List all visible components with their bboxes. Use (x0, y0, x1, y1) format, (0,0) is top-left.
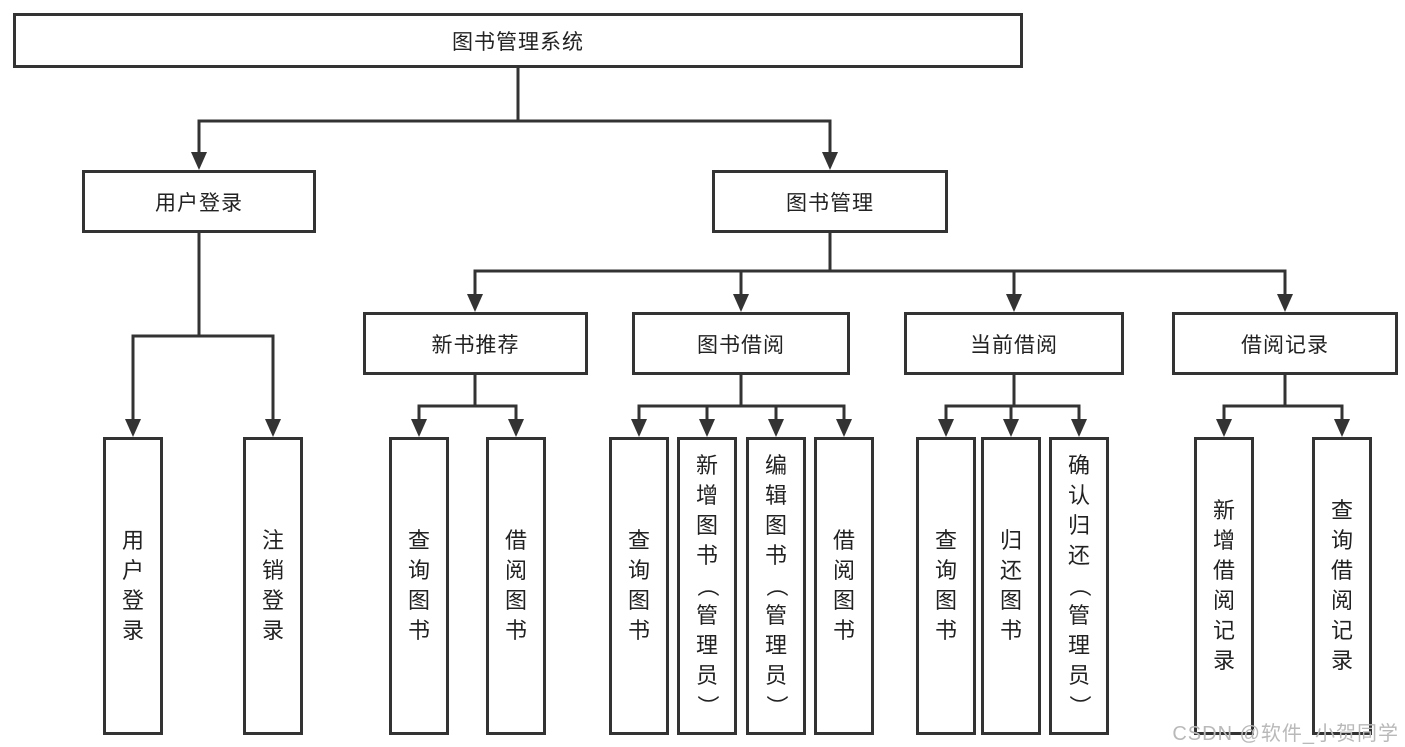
node-label: 确认归还（管理员） (1066, 453, 1092, 718)
node-label: 新增图书（管理员） (694, 453, 720, 718)
node-borrowing-records: 借阅记录 (1172, 312, 1398, 375)
node-label: 新增借阅记录 (1212, 498, 1235, 673)
leaf-query-books-1: 查询图书 (389, 437, 449, 735)
node-label: 编辑图书（管理员） (763, 453, 789, 718)
node-label: 归还图书 (999, 528, 1022, 643)
leaf-add-books-admin: 新增图书（管理员） (677, 437, 737, 735)
node-label: 借阅图书 (504, 528, 527, 643)
node-label: 用户登录 (155, 191, 243, 215)
node-label: 图书管理系统 (452, 30, 584, 54)
node-library-management-system: 图书管理系统 (13, 13, 1023, 68)
node-label: 图书管理 (786, 191, 874, 215)
leaf-return-books: 归还图书 (981, 437, 1041, 735)
node-label: 当前借阅 (970, 333, 1058, 357)
node-label: 查询图书 (934, 528, 957, 643)
node-user-login: 用户登录 (82, 170, 316, 233)
leaf-confirm-return-admin: 确认归还（管理员） (1049, 437, 1109, 735)
leaf-add-borrow-record: 新增借阅记录 (1194, 437, 1254, 735)
leaf-borrow-books-2: 借阅图书 (814, 437, 874, 735)
leaf-user-login: 用户登录 (103, 437, 163, 735)
node-label: 借阅图书 (832, 528, 855, 643)
node-book-borrowing: 图书借阅 (632, 312, 850, 375)
leaf-edit-books-admin: 编辑图书（管理员） (746, 437, 806, 735)
node-label: 查询借阅记录 (1330, 498, 1353, 673)
leaf-logout: 注销登录 (243, 437, 303, 735)
leaf-query-books-2: 查询图书 (609, 437, 669, 735)
node-book-management: 图书管理 (712, 170, 948, 233)
leaf-query-books-3: 查询图书 (916, 437, 976, 735)
arrowheads (125, 152, 1350, 437)
node-label: 查询图书 (627, 528, 650, 643)
node-label: 用户登录 (121, 528, 144, 643)
node-new-book-recommend: 新书推荐 (363, 312, 588, 375)
node-label: 查询图书 (407, 528, 430, 643)
node-label: 图书借阅 (697, 333, 785, 357)
watermark: CSDN @软件_小贺同学 (1172, 723, 1399, 745)
node-label: 借阅记录 (1241, 333, 1329, 357)
leaf-borrow-books-1: 借阅图书 (486, 437, 546, 735)
node-current-borrowing: 当前借阅 (904, 312, 1124, 375)
node-label: 新书推荐 (431, 333, 520, 357)
node-label: 注销登录 (261, 528, 284, 643)
leaf-query-borrow-record: 查询借阅记录 (1312, 437, 1372, 735)
